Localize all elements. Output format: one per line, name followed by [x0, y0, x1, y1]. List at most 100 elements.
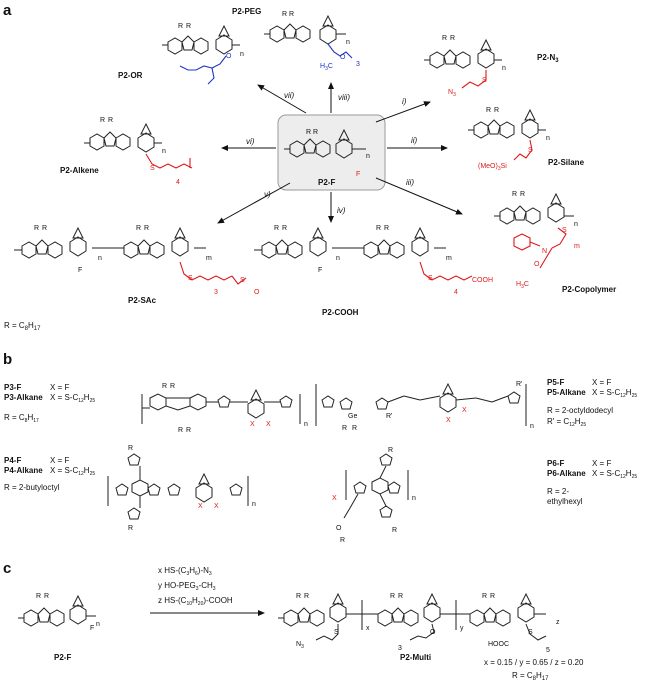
svg-text:R: R — [178, 427, 183, 434]
svg-text:X: X — [332, 495, 337, 502]
svg-text:Ge: Ge — [348, 413, 357, 420]
step-vii: vii) — [284, 91, 295, 100]
svg-text:n: n — [96, 621, 100, 628]
svg-text:P4-F: P4-F — [4, 456, 21, 465]
svg-text:4: 4 — [454, 289, 458, 296]
svg-text:z HS-(C10H20)-COOH: z HS-(C10H20)-COOH — [158, 596, 233, 607]
svg-text:N: N — [542, 248, 547, 255]
svg-text:X: X — [250, 421, 255, 428]
svg-text:R: R — [306, 129, 311, 136]
svg-text:N3: N3 — [448, 89, 456, 98]
svg-text:R: R — [390, 593, 395, 600]
panel-label-c: c — [3, 560, 11, 577]
reagents-c: x HS-(C3H6)-N3 y HO-PEG3-CH3 z HS-(C10H2… — [158, 566, 233, 607]
svg-text:R: R — [442, 35, 447, 42]
step-iii: iii) — [406, 178, 414, 187]
svg-text:R: R — [520, 191, 525, 198]
svg-text:R: R — [186, 23, 191, 30]
svg-text:P4-Alkane: P4-Alkane — [4, 466, 43, 475]
svg-text:n: n — [574, 221, 578, 228]
svg-text:P3-F: P3-F — [4, 383, 21, 392]
svg-text:R: R — [392, 527, 397, 534]
label-p2-peg: P2-PEG — [232, 7, 261, 16]
svg-text:R: R — [282, 225, 287, 232]
svg-text:R': R' — [386, 413, 392, 420]
svg-text:F: F — [78, 267, 82, 274]
svg-text:ethylhexyl: ethylhexyl — [547, 497, 583, 506]
svg-text:n: n — [162, 148, 166, 155]
label-p2-n3: P2-N3 — [537, 53, 559, 64]
label-p2-copolymer: P2-Copolymer — [562, 285, 616, 294]
svg-text:(MeO)3Si: (MeO)3Si — [478, 163, 507, 172]
svg-text:R: R — [494, 107, 499, 114]
structure-p4: R R X X n — [107, 445, 256, 532]
r-definition-c: R = C8H17 — [512, 671, 549, 682]
step-ii: ii) — [411, 136, 418, 145]
svg-text:R: R — [289, 11, 294, 18]
svg-text:R: R — [170, 383, 175, 390]
svg-text:R: R — [44, 593, 49, 600]
structure-p2-alkene: R R n S 4 — [84, 117, 193, 186]
label-c-start: P2-F — [54, 653, 71, 662]
svg-text:X: X — [214, 503, 219, 510]
svg-text:R = 2-: R = 2- — [547, 487, 569, 496]
step-i: i) — [402, 97, 407, 106]
svg-text:R: R — [342, 425, 347, 432]
svg-text:R: R — [384, 225, 389, 232]
svg-text:R = C8H17: R = C8H17 — [4, 413, 39, 424]
label-p2-silane: P2-Silane — [548, 158, 585, 167]
svg-text:S: S — [562, 227, 567, 234]
svg-text:R: R — [274, 225, 279, 232]
svg-text:F: F — [356, 171, 360, 178]
svg-text:S: S — [240, 277, 245, 284]
svg-text:X: X — [446, 417, 451, 424]
svg-text:O: O — [430, 629, 436, 636]
reaction-arrows — [217, 82, 463, 224]
label-c-product: P2-Multi — [400, 653, 431, 662]
r-definition-a: R = C8H17 — [4, 321, 41, 332]
svg-text:3: 3 — [398, 645, 402, 652]
svg-text:X = S-C12H25: X = S-C12H25 — [592, 388, 637, 399]
panel-label-b: b — [3, 351, 12, 368]
structure-p2-copolymer: R R n S N O m H3C — [494, 191, 580, 290]
structure-p2-sac: R R R R F n m S S O 3 — [14, 225, 260, 296]
label-p2-or: P2-OR — [118, 71, 143, 80]
step-iv: iv) — [337, 206, 346, 215]
series-p3-text: P3-F P3-Alkane X = F X = S-C12H25 R = C8… — [4, 383, 95, 424]
svg-text:X = F: X = F — [50, 383, 69, 392]
svg-text:R: R — [36, 593, 41, 600]
svg-text:X = S-C12H25: X = S-C12H25 — [592, 469, 637, 480]
svg-text:X: X — [266, 421, 271, 428]
svg-text:x HS-(C3H6)-N3: x HS-(C3H6)-N3 — [158, 566, 212, 577]
svg-text:5: 5 — [546, 647, 550, 654]
structure-p2-peg: R R n H3C O 3 — [264, 11, 360, 72]
svg-text:R: R — [128, 445, 133, 452]
svg-text:S: S — [528, 147, 533, 154]
svg-text:H3C: H3C — [320, 63, 333, 72]
svg-text:X: X — [198, 503, 203, 510]
svg-text:R: R — [304, 593, 309, 600]
svg-text:S: S — [150, 165, 155, 172]
svg-text:O: O — [336, 525, 342, 532]
svg-text:F: F — [318, 267, 322, 274]
svg-text:N3: N3 — [296, 641, 304, 650]
svg-text:n: n — [546, 135, 550, 142]
svg-text:R: R — [340, 537, 345, 544]
svg-text:O: O — [226, 53, 232, 60]
svg-text:3: 3 — [214, 289, 218, 296]
svg-text:R' = C12H25: R' = C12H25 — [547, 417, 586, 428]
structure-p6: X O R R R n — [332, 447, 416, 544]
svg-text:S: S — [334, 629, 339, 636]
center-box — [277, 114, 386, 191]
svg-text:R: R — [486, 107, 491, 114]
svg-text:R: R — [296, 593, 301, 600]
svg-text:R: R — [162, 383, 167, 390]
ratio-c: x = 0.15 / y = 0.65 / z = 0.20 — [484, 658, 584, 667]
svg-text:m: m — [206, 255, 212, 262]
svg-text:R: R — [398, 593, 403, 600]
step-viii: viii) — [338, 93, 350, 102]
svg-text:O: O — [534, 261, 540, 268]
svg-text:R: R — [512, 191, 517, 198]
svg-text:x: x — [366, 625, 370, 632]
svg-text:m: m — [574, 243, 580, 250]
